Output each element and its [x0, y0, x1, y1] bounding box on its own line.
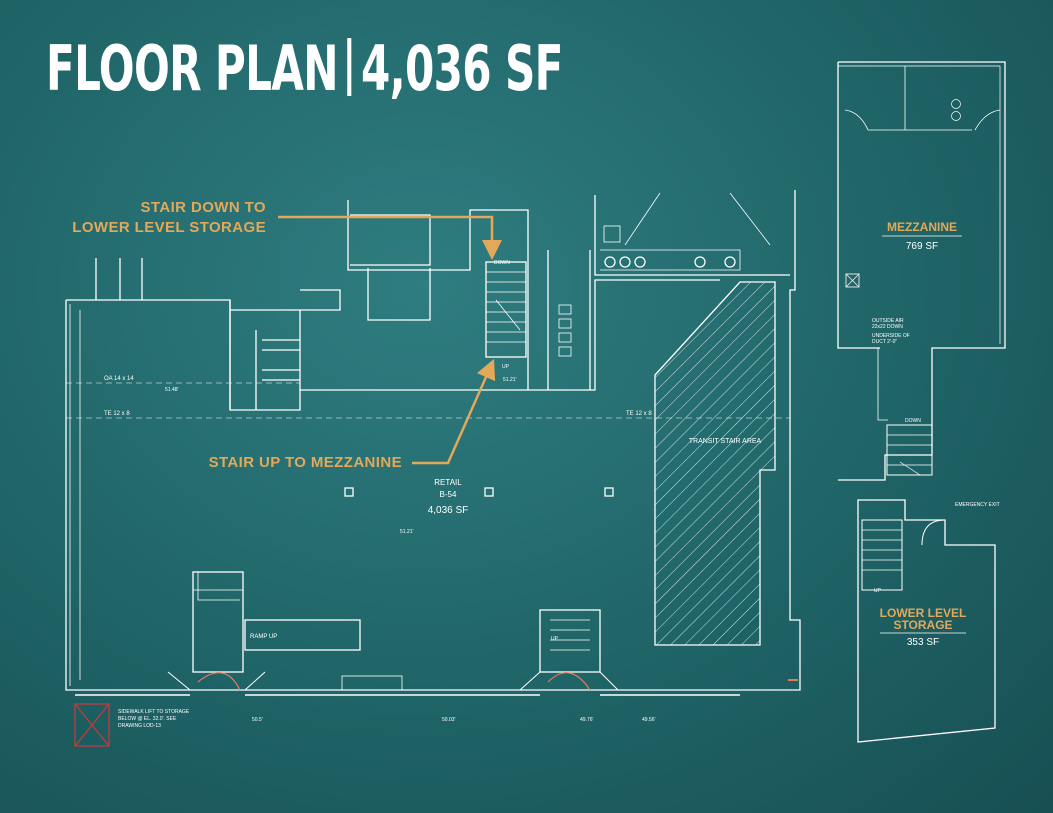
door-swing-west [197, 672, 241, 691]
retail-id: B-54 [440, 490, 457, 499]
main-outer-wall [65, 190, 801, 691]
ramp-left [192, 571, 244, 673]
stair-lines-left [262, 339, 300, 381]
mezzanine-stair [886, 424, 933, 476]
elevation-1: 51.48' [165, 387, 179, 393]
title-left: FLOOR PLAN [46, 32, 339, 105]
te-left-label: TE 12 x 8 [104, 411, 130, 417]
outside-air-note-2: 22x22 DOWN [872, 324, 903, 330]
stair-down-callout-line1: STAIR DOWN TO [140, 199, 266, 216]
emergency-exit-door [921, 519, 946, 546]
down-label-mezz: DOWN [905, 418, 921, 424]
retail-area: 4,036 SF [428, 505, 469, 516]
elevation-6: 49.76' [580, 717, 594, 723]
up-label-entry: UP [551, 636, 559, 642]
elevation-3: 51.21' [400, 529, 414, 535]
lower-storage-plan [857, 499, 996, 743]
transit-label: TRANSIT STAIR AREA [689, 438, 762, 445]
storage-name-line2: STORAGE [893, 618, 952, 632]
door-swing-east [547, 672, 591, 691]
storage-area: 353 SF [907, 637, 939, 648]
storage-name-line1: LOWER LEVEL [880, 606, 967, 620]
sidewalk-note-1: SIDEWALK LIFT TO STORAGE [118, 709, 190, 715]
mezzanine-wall-left [837, 62, 880, 349]
te-right-label: TE 12 x 8 [626, 411, 652, 417]
storefront-doors [167, 671, 619, 691]
mezzanine-wall [838, 61, 1006, 481]
underside-note-2: DUCT 2'-0" [872, 339, 897, 345]
retail-name: RETAIL [434, 478, 462, 487]
stair-break [495, 299, 521, 331]
stair-up-callout: STAIR UP TO MEZZANINE [208, 454, 402, 471]
mech-row-wall [594, 195, 790, 276]
mezzanine-plan [837, 61, 1006, 481]
underside-note-1: UNDERSIDE OF [872, 333, 910, 339]
oa-label: OA 14 x 14 [104, 376, 134, 382]
stair-up-entry [539, 609, 601, 673]
stair-down-callout-line2: LOWER LEVEL STORAGE [72, 219, 266, 236]
mezzanine-area: 769 SF [906, 241, 938, 252]
restroom-vestibule [300, 289, 341, 311]
title-divider [347, 38, 352, 96]
restroom-block-walls [347, 200, 529, 390]
up-label-storage: UP [874, 588, 882, 594]
callout-arrows [278, 215, 502, 465]
sidewalk-note-2: BELOW @ EL. 32.0'. SEE [118, 716, 177, 722]
storage-stair [861, 519, 903, 591]
emergency-exit-label: EMERGENCY EXIT [955, 502, 1000, 508]
outside-air-note-1: OUTSIDE AIR [872, 318, 904, 324]
restroom-inner [350, 214, 431, 266]
arrow-stair-down [278, 215, 502, 260]
stair-down-callout: STAIR DOWN TO LOWER LEVEL STORAGE [40, 198, 266, 238]
corridor-walls [229, 300, 257, 410]
sidewalk-lift [74, 703, 110, 747]
arrow-stair-up [412, 358, 496, 465]
title-area: 4,036 SF [360, 32, 563, 105]
mezzanine-name: MEZZANINE [887, 220, 957, 234]
elevation-4: 50.5' [252, 717, 263, 723]
up-label-stair: UP [502, 364, 510, 370]
elevation-2: 51.21' [503, 377, 517, 383]
storage-wall [857, 499, 996, 743]
bench [341, 675, 403, 691]
stair-down [485, 261, 527, 358]
upper-left-columns [95, 258, 143, 300]
restroom-2 [367, 268, 431, 321]
elevation-5: 50.03' [442, 717, 456, 723]
plan-labels: RETAIL B-54 4,036 SF TRANSIT STAIR AREA … [104, 220, 1000, 729]
ramp-up-label: RAMP UP [250, 634, 277, 640]
elevation-7: 49.56' [642, 717, 656, 723]
down-label-stair: DOWN [494, 260, 510, 266]
shaft-walls [547, 250, 591, 390]
stair-down-treads [486, 271, 526, 343]
sidewalk-note-3: DRAWING LOD-13 [118, 723, 161, 729]
transit-stair-area [654, 281, 776, 646]
main-floor-plan [65, 190, 801, 747]
ramp-up [244, 619, 361, 651]
